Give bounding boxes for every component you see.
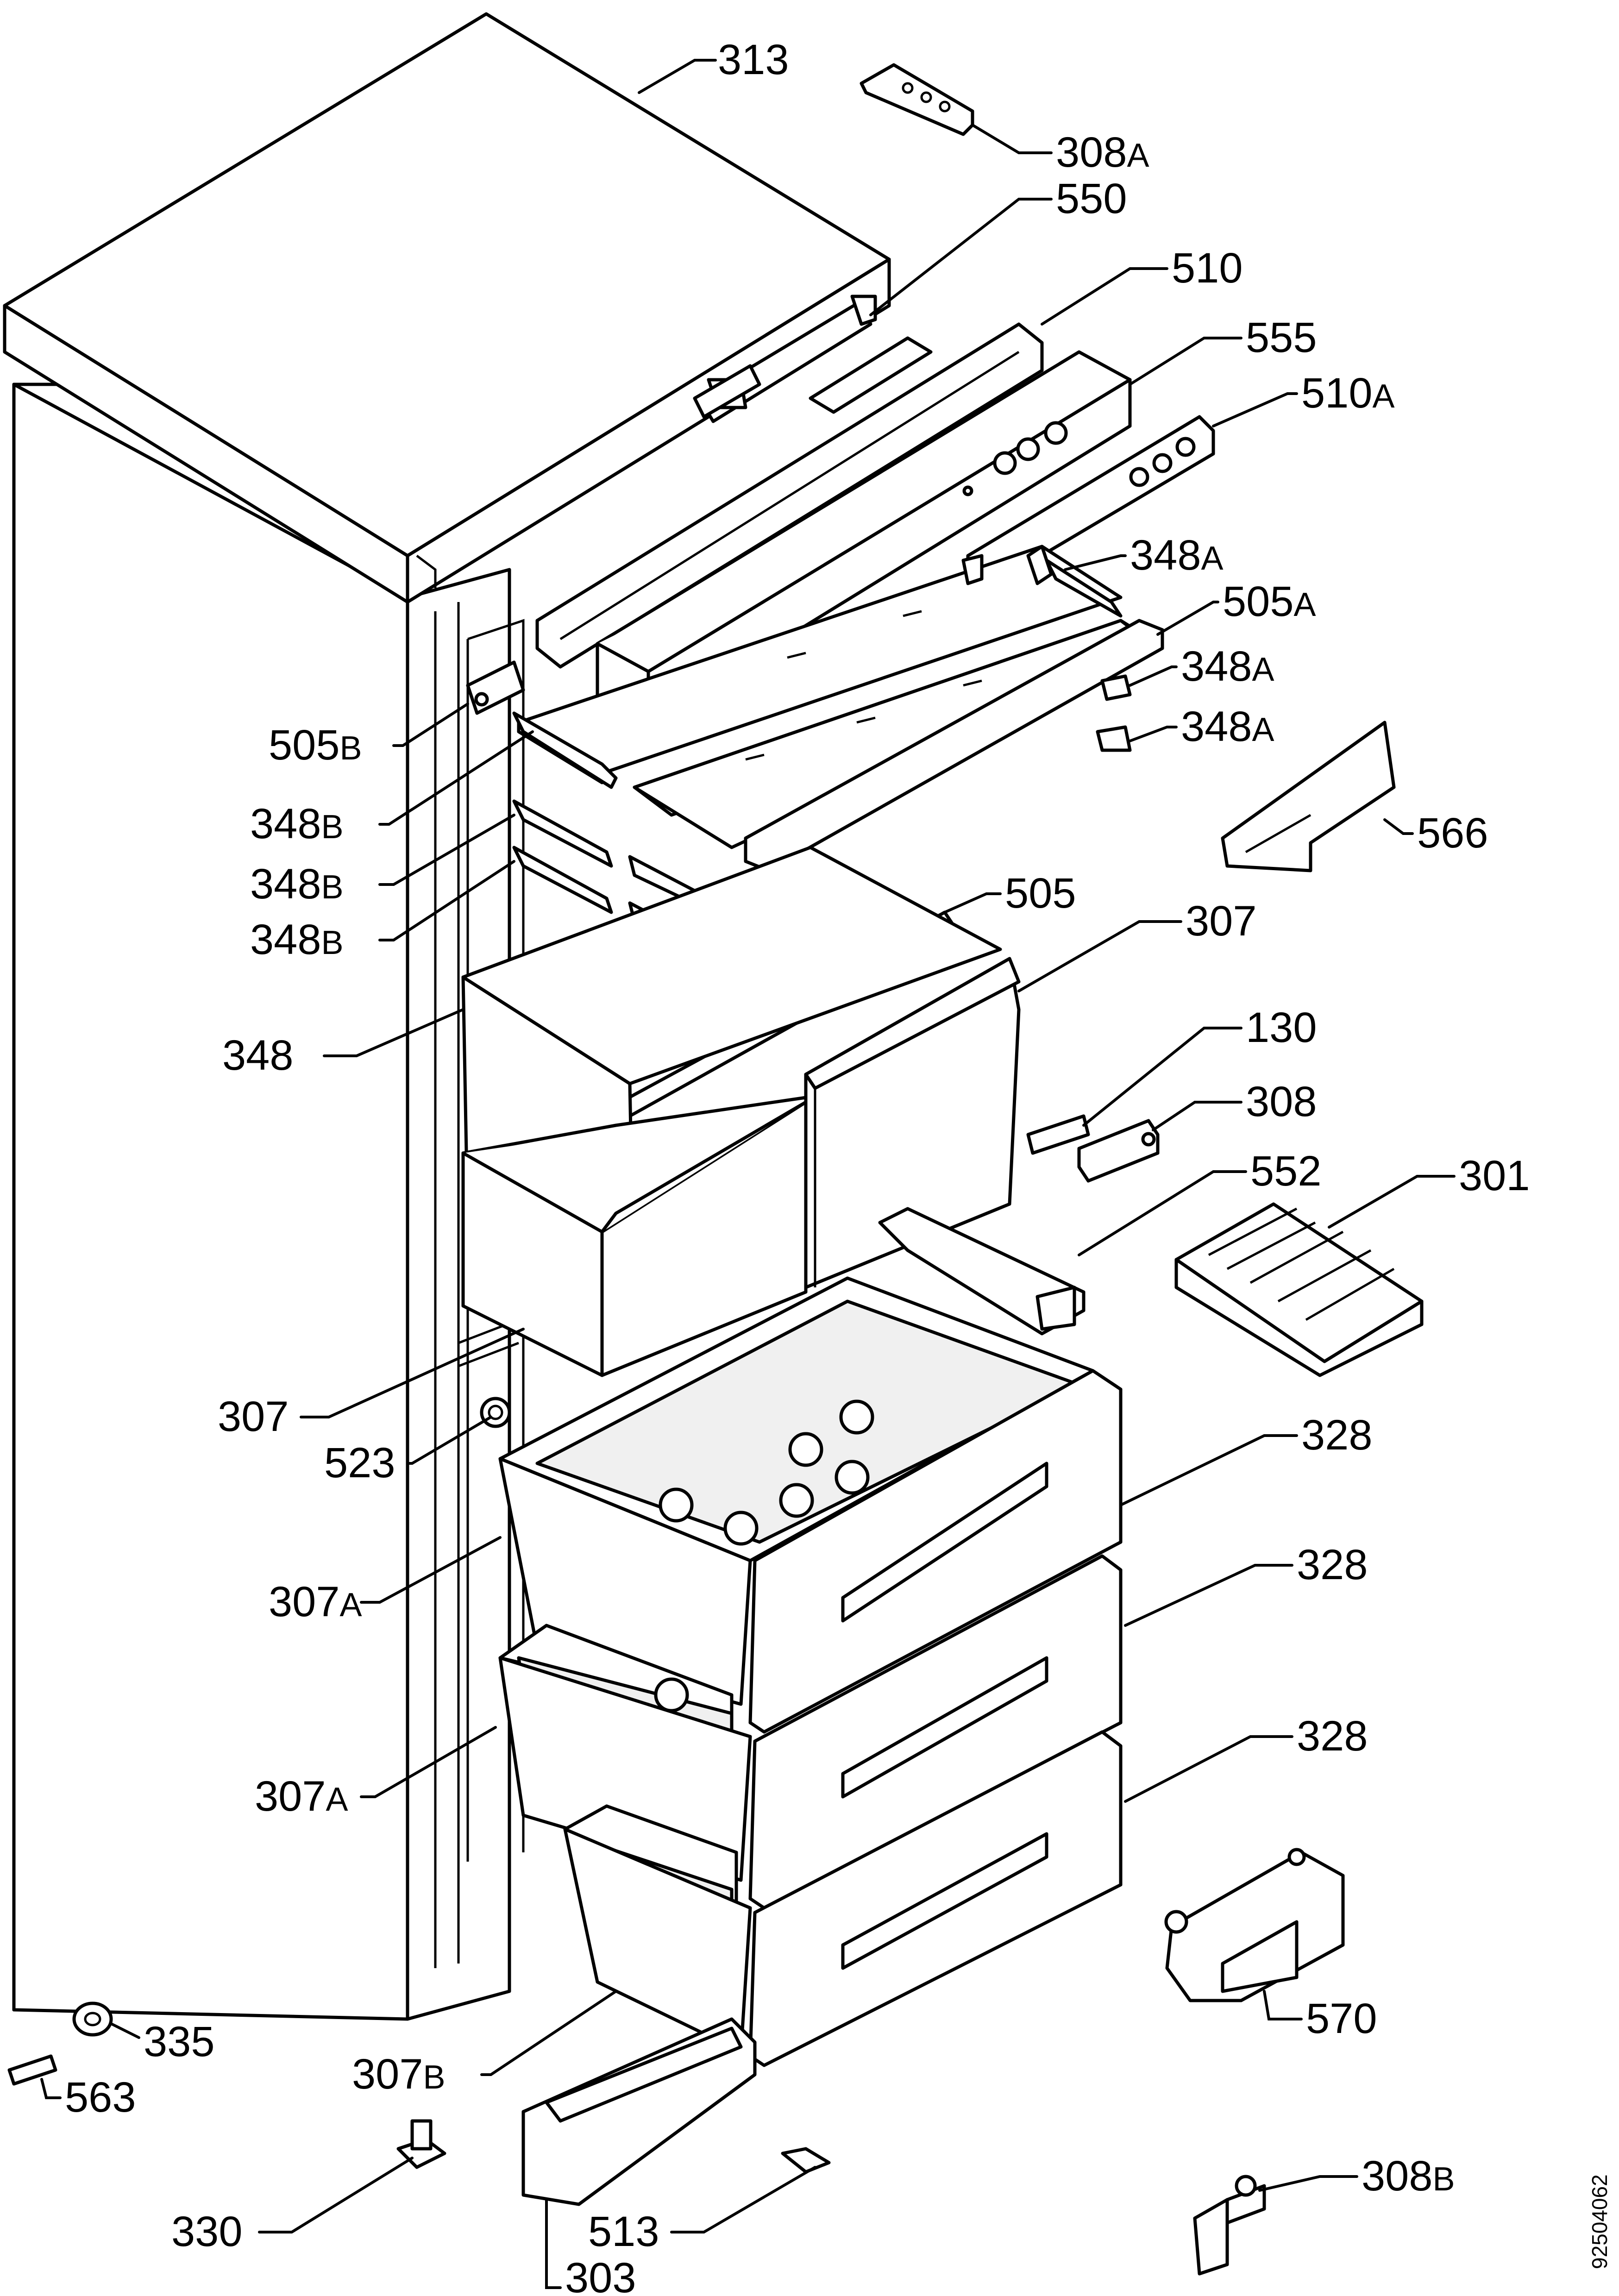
freezer-drawer-middle xyxy=(498,1554,1123,1910)
callout-555: 555 xyxy=(1246,314,1317,361)
part-566 xyxy=(1221,721,1396,872)
callout-563: 563 xyxy=(65,2074,136,2121)
kickplate-303 xyxy=(521,2017,757,2206)
callout-130: 130 xyxy=(1246,1004,1317,1051)
callout-505A: 505A xyxy=(1223,578,1316,625)
callout-505: 505 xyxy=(1005,870,1076,917)
callout-552: 552 xyxy=(1250,1148,1322,1195)
callout-307A-2: 307A xyxy=(255,1773,348,1820)
callout-348B-3: 348B xyxy=(250,916,344,963)
drawer-307-left xyxy=(461,1096,808,1377)
ice-tray-301 xyxy=(1174,1202,1424,1377)
control-strip-510A xyxy=(966,415,1215,590)
callout-566: 566 xyxy=(1417,809,1488,857)
callout-505B: 505B xyxy=(269,721,362,769)
hinge-308B xyxy=(1193,2175,1266,2276)
leader-lines xyxy=(40,59,1456,2289)
callout-328-3: 328 xyxy=(1297,1713,1368,1760)
callout-303: 303 xyxy=(565,2254,636,2296)
bracket-505B xyxy=(466,660,525,715)
callout-523: 523 xyxy=(324,1439,395,1487)
callout-335: 335 xyxy=(144,2018,215,2065)
callout-348: 348 xyxy=(222,1032,294,1079)
pin-563 xyxy=(7,2054,57,2086)
part-552 xyxy=(878,1207,1086,1336)
shelf-trim-505A xyxy=(744,619,1164,872)
callout-348A-mid: 348A xyxy=(1181,643,1274,690)
callout-330: 330 xyxy=(171,2208,243,2255)
part-308 xyxy=(1077,1119,1160,1183)
bracket-550 xyxy=(693,364,761,419)
callout-308B: 308B xyxy=(1362,2152,1455,2200)
control-panel-510 xyxy=(535,322,1044,669)
callout-510A: 510A xyxy=(1301,370,1395,417)
callout-307-left: 307 xyxy=(218,1393,289,1440)
callout-348B-1: 348B xyxy=(250,800,344,847)
callout-348B-2: 348B xyxy=(250,860,344,908)
callout-570: 570 xyxy=(1306,1995,1377,2042)
cabinet-body xyxy=(12,383,525,2021)
callout-328-1: 328 xyxy=(1301,1411,1373,1459)
callout-328-2: 328 xyxy=(1297,1541,1368,1588)
callout-513: 513 xyxy=(588,2208,659,2255)
egg-tray-570 xyxy=(1164,1848,1345,2002)
callout-307B: 307B xyxy=(352,2051,446,2098)
callout-labels: 313 308A 550 510 555 510A 348A 505A 348A… xyxy=(65,36,1530,2296)
drawer-307 xyxy=(804,957,1021,1289)
screw-523 xyxy=(480,1397,511,1428)
callout-313: 313 xyxy=(718,36,789,83)
callout-348A-low: 348A xyxy=(1181,703,1274,750)
top-hinge-308A xyxy=(860,63,974,136)
callout-550: 550 xyxy=(1056,175,1127,222)
clip-513 xyxy=(781,2147,831,2174)
callout-307A-1: 307A xyxy=(269,1578,362,1625)
callout-308: 308 xyxy=(1246,1078,1317,1125)
part-130 xyxy=(1026,1114,1090,1155)
callout-348A-top: 348A xyxy=(1130,532,1224,579)
callout-301: 301 xyxy=(1459,1152,1530,1199)
worktop-313 xyxy=(3,12,891,604)
document-number: 92504062 xyxy=(1588,2174,1612,2269)
callout-307: 307 xyxy=(1186,897,1257,945)
freezer-drawer-bottom xyxy=(563,1730,1123,2067)
cap-335 xyxy=(72,2001,113,2037)
callout-308A: 308A xyxy=(1056,129,1149,176)
callout-510: 510 xyxy=(1172,245,1243,292)
freezer-drawer-top xyxy=(498,1276,1123,1734)
foot-330 xyxy=(396,2119,446,2169)
